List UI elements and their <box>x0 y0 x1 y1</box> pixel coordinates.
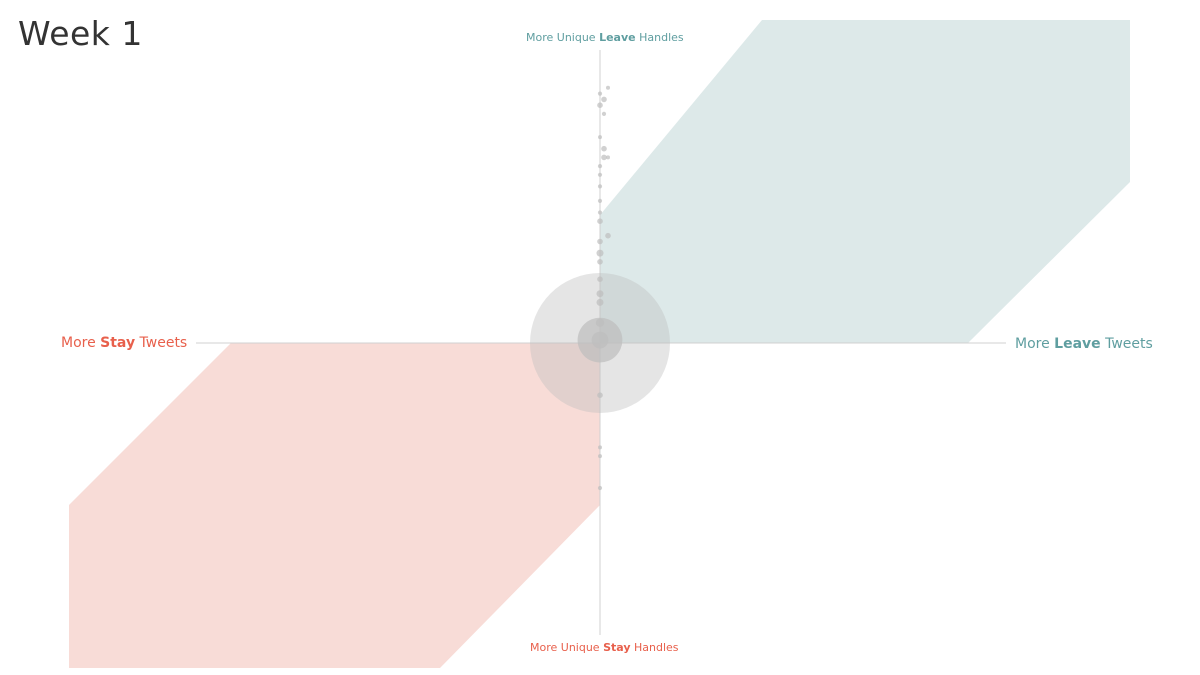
data-point <box>597 276 603 283</box>
data-point <box>597 259 603 265</box>
data-point <box>601 96 607 103</box>
data-point <box>597 392 603 399</box>
data-point <box>601 154 607 161</box>
data-point <box>597 218 603 224</box>
data-point <box>596 290 604 298</box>
axis-label-top: More Unique Leave Handles <box>526 31 684 44</box>
page-title: Week 1 <box>18 14 143 53</box>
data-point <box>597 164 603 169</box>
data-point <box>595 318 605 327</box>
data-point <box>597 485 603 491</box>
axis-label-right: More Leave Tweets <box>1015 336 1153 352</box>
data-point <box>597 102 603 108</box>
data-point <box>597 184 603 189</box>
data-point <box>601 111 607 116</box>
data-point <box>605 232 611 239</box>
data-point <box>596 298 604 306</box>
data-point <box>597 210 603 215</box>
leave-region <box>600 20 1130 343</box>
data-point <box>597 238 603 245</box>
data-point <box>597 172 603 177</box>
data-point <box>598 454 602 459</box>
data-point <box>597 198 603 203</box>
axis-label-left: More Stay Tweets <box>61 335 188 351</box>
bubble-layer <box>530 85 670 491</box>
data-point <box>598 135 602 140</box>
data-point <box>606 85 610 90</box>
data-point <box>598 445 602 450</box>
data-point <box>596 249 604 257</box>
data-point <box>597 91 603 96</box>
data-point <box>606 155 610 160</box>
stay-region <box>69 343 600 668</box>
axis-label-bottom: More Unique Stay Handles <box>530 641 679 654</box>
data-point <box>591 331 609 349</box>
data-point <box>601 145 607 152</box>
